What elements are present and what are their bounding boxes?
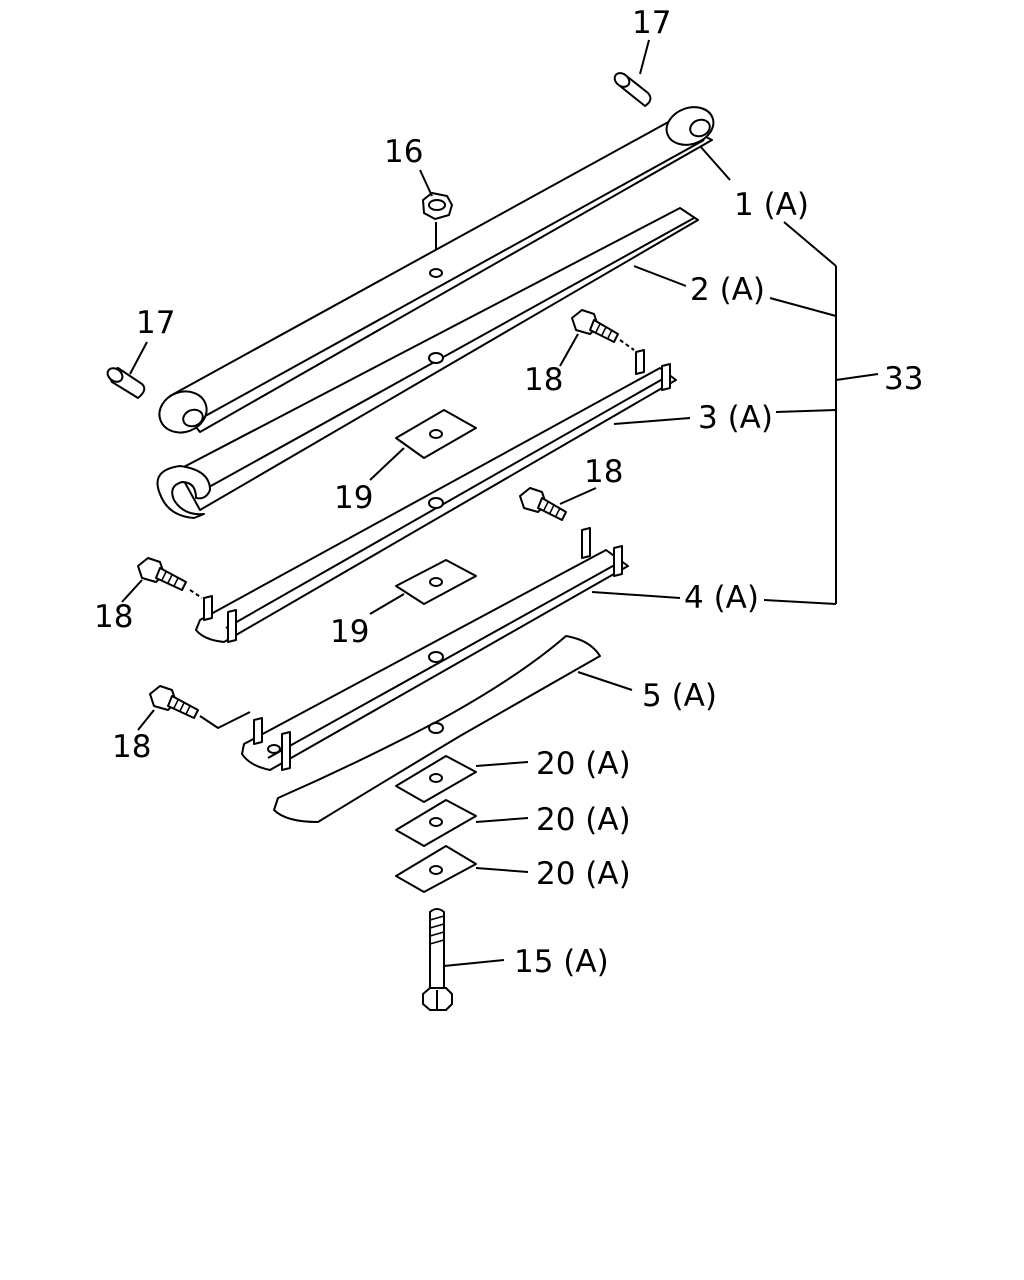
leaf-4 [241, 527, 629, 771]
leaf-5 [273, 635, 601, 823]
callout-20-a: 20 (A) [536, 746, 631, 782]
clip-bolt-18-right [519, 487, 567, 521]
callout-15: 15 (A) [514, 944, 609, 980]
callout-16: 16 [384, 134, 423, 170]
callout-18-bottom: 18 [112, 729, 151, 765]
callout-2: 2 (A) [690, 272, 765, 308]
leader-lines [121, 39, 731, 967]
leaf-2 [156, 207, 699, 519]
callout-4: 4 (A) [684, 580, 759, 616]
pad-19-upper [395, 409, 477, 459]
spacer-20-b [395, 799, 477, 847]
pin-17-left [106, 367, 146, 399]
clip-bolt-18-left [137, 557, 203, 599]
clip-bolt-18-bottom [149, 685, 251, 730]
callout-19-upper: 19 [334, 480, 373, 516]
callout-3: 3 (A) [698, 400, 773, 436]
spacer-20-c [395, 845, 477, 893]
center-bolt-15 [422, 908, 453, 1011]
pad-19-lower [395, 559, 477, 605]
assembly-bracket-33 [763, 221, 879, 605]
callout-20-c: 20 (A) [536, 856, 631, 892]
callout-20-b: 20 (A) [536, 802, 631, 838]
callout-18-left: 18 [94, 599, 133, 635]
callout-labels: 17 17 16 1 (A) 2 (A) 18 33 3 (A) 18 19 1… [94, 5, 923, 980]
callout-19-lower: 19 [330, 614, 369, 650]
callout-33: 33 [884, 361, 923, 397]
pin-17-top [613, 72, 652, 107]
spacer-20-a [395, 755, 477, 803]
callout-17-top: 17 [632, 5, 671, 41]
callout-1: 1 (A) [734, 187, 809, 223]
leaf-3 [195, 349, 677, 643]
clip-bolt-18-upper [571, 309, 635, 351]
leaf-1 [158, 106, 715, 434]
callout-5: 5 (A) [642, 678, 717, 714]
callout-17-left: 17 [136, 305, 175, 341]
callout-18-upper: 18 [524, 362, 563, 398]
callout-18-right: 18 [584, 454, 623, 490]
